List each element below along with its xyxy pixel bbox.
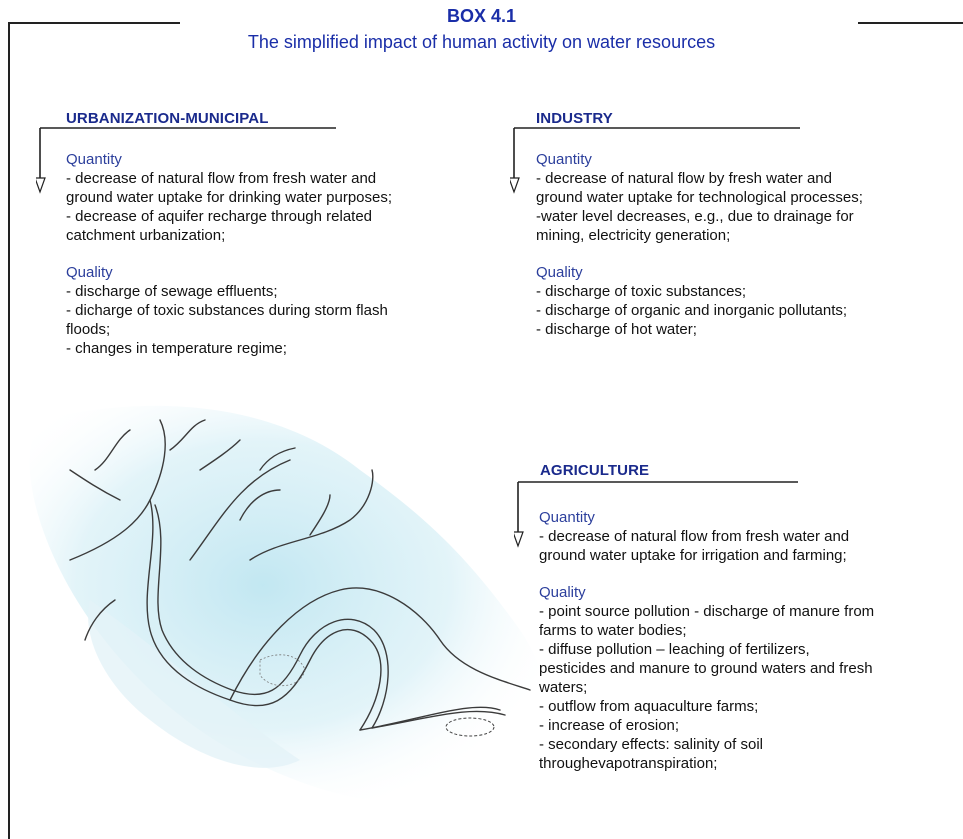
list-item: ground water uptake for irrigation and f… <box>539 547 847 564</box>
pond <box>445 717 495 737</box>
quality-label: Quality <box>66 264 113 281</box>
list-item: ground water uptake for technological pr… <box>536 189 863 206</box>
list-item: - point source pollution - discharge of … <box>539 603 875 620</box>
main-river-3 <box>154 504 389 729</box>
branch-b <box>69 469 121 501</box>
section-agriculture: AGRICULTURE <box>540 462 960 479</box>
branch-f <box>309 494 331 536</box>
main-river-2 <box>146 499 382 731</box>
tributary-2 <box>189 459 291 561</box>
list-item: catchment urbanization; <box>66 227 226 244</box>
list-item: - discharge of hot water; <box>536 321 697 338</box>
list-item: floods; <box>66 321 111 338</box>
urban-content: Quantity - decrease of natural flow from… <box>66 150 486 358</box>
list-item: - secondary effects: salinity of soil <box>539 736 763 753</box>
branch-g <box>84 599 116 641</box>
list-item: - outflow from aquaculture farms; <box>539 698 759 715</box>
branch-c <box>169 419 206 451</box>
quality-label: Quality <box>539 584 586 601</box>
sandbar <box>259 654 306 687</box>
industry-content: Quantity - decrease of natural flow by f… <box>536 150 956 339</box>
down-arrow-connector-icon <box>514 481 798 548</box>
section-heading-agriculture: AGRICULTURE <box>540 462 650 479</box>
frame-left <box>8 22 10 839</box>
section-heading-industry: INDUSTRY <box>536 110 613 127</box>
down-arrow-connector-icon <box>510 127 800 194</box>
list-item: throughevapotranspiration; <box>539 755 718 772</box>
water-wash <box>29 405 548 805</box>
branch-a <box>94 429 131 471</box>
list-item: waters; <box>539 679 588 696</box>
quantity-label: Quantity <box>539 509 595 526</box>
quantity-label: Quantity <box>66 151 122 168</box>
section-urbanization: URBANIZATION-MUNICIPAL <box>66 110 486 127</box>
list-item: - diffuse pollution – leaching of fertil… <box>539 641 810 658</box>
list-item: - changes in temperature regime; <box>66 340 287 357</box>
section-industry: INDUSTRY <box>536 110 956 127</box>
list-item: - discharge of sewage effluents; <box>66 283 278 300</box>
frame-top-left <box>8 22 180 24</box>
down-arrow-connector-icon <box>36 127 336 194</box>
list-item: pesticides and manure to ground waters a… <box>539 660 873 677</box>
quality-label: Quality <box>536 264 583 281</box>
list-item: -water level decreases, e.g., due to dra… <box>536 208 854 225</box>
box-number: BOX 4.1 <box>446 6 517 26</box>
list-item: - decrease of aquifer recharge through r… <box>66 208 373 225</box>
list-item: - increase of erosion; <box>539 717 680 734</box>
list-item: - discharge of organic and inorganic pol… <box>536 302 848 319</box>
river-bend-2 <box>371 710 506 729</box>
branch-e <box>239 489 281 521</box>
list-item: mining, electricity generation; <box>536 227 731 244</box>
list-item: - decrease of natural flow from fresh wa… <box>539 528 850 545</box>
list-item: - dicharge of toxic substances during st… <box>66 302 388 319</box>
list-item: ground water uptake for drinking water p… <box>66 189 393 206</box>
list-item: - decrease of natural flow from fresh wa… <box>66 170 377 187</box>
box-title: The simplified impact of human activity … <box>247 32 716 52</box>
frame-top-right <box>858 22 963 24</box>
quantity-label: Quantity <box>536 151 592 168</box>
branch-h <box>259 447 296 471</box>
agriculture-content: Quantity - decrease of natural flow from… <box>539 508 959 773</box>
section-heading-urbanization: URBANIZATION-MUNICIPAL <box>66 110 269 127</box>
list-item: - discharge of toxic substances; <box>536 283 747 300</box>
branch-d <box>199 439 241 471</box>
list-item: farms to water bodies; <box>539 622 687 639</box>
list-item: - decrease of natural flow by fresh wate… <box>536 170 832 187</box>
tributary-3 <box>249 469 374 561</box>
tributary-1 <box>229 587 531 701</box>
